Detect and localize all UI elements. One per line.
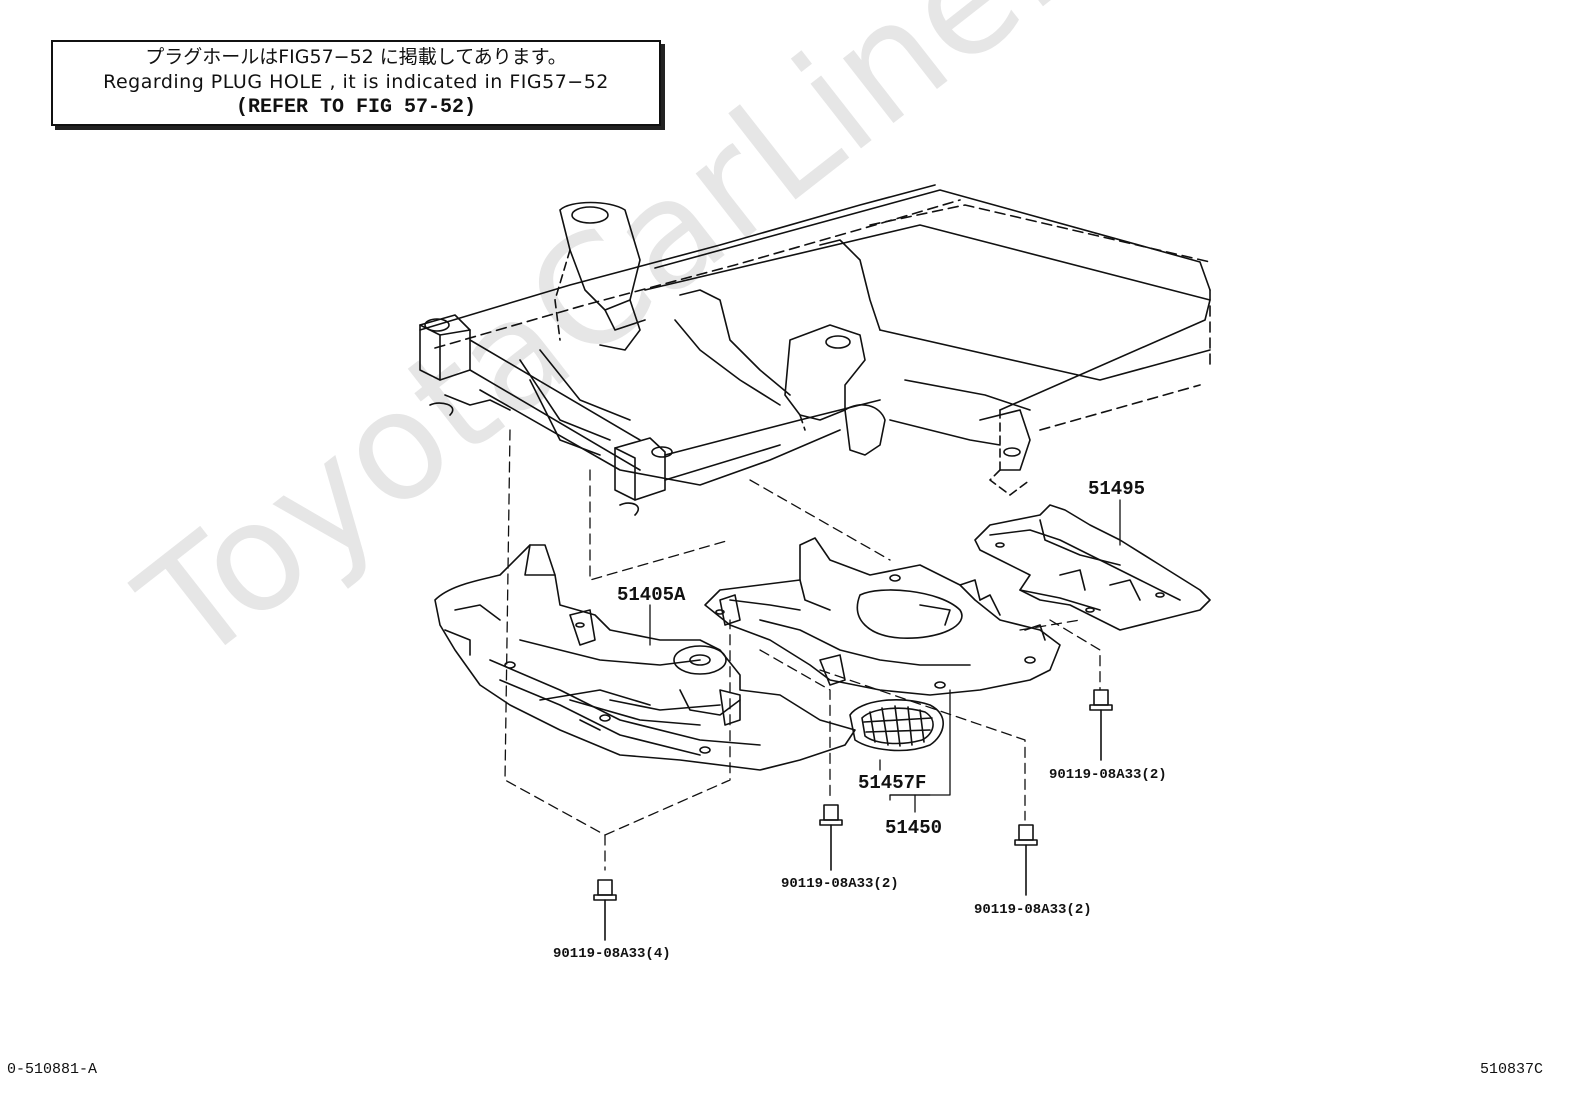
label-bolt-left: 90119-08A33(4) xyxy=(553,946,671,962)
frame-assembly xyxy=(419,184,1211,516)
bolt-center xyxy=(819,804,843,871)
under-cover-51405A xyxy=(434,544,856,771)
plug-51457F xyxy=(849,699,944,752)
label-51405A: 51405A xyxy=(617,584,686,606)
label-bolt-center: 90119-08A33(2) xyxy=(781,876,899,892)
label-51457F: 51457F xyxy=(858,772,927,794)
footer-left-code: 0-510881-A xyxy=(7,1061,98,1078)
bolt-center-right xyxy=(1014,824,1038,896)
under-cover-51495 xyxy=(974,504,1211,631)
label-51450: 51450 xyxy=(885,817,943,839)
label-51495: 51495 xyxy=(1088,478,1146,500)
note-english-text: Regarding PLUG HOLE , it is indicated in… xyxy=(103,71,609,93)
reference-note: プラグホールはFIG57−52 に掲載してあります。 Regarding PLU… xyxy=(51,40,661,126)
bolt-left xyxy=(593,879,617,941)
label-bolt-center-right: 90119-08A33(2) xyxy=(974,902,1092,918)
note-refer-text: (REFER TO FIG 57-52) xyxy=(235,96,477,119)
footer-right-code: 510837C xyxy=(1480,1061,1544,1078)
label-bolt-right: 90119-08A33(2) xyxy=(1049,767,1167,783)
note-japanese-text: プラグホールはFIG57−52 に掲載してあります。 xyxy=(145,46,567,68)
leader-lines xyxy=(649,499,1121,813)
bolt-right xyxy=(1089,689,1113,761)
alignment-lines xyxy=(504,429,1101,871)
under-cover-51450 xyxy=(704,537,1061,696)
